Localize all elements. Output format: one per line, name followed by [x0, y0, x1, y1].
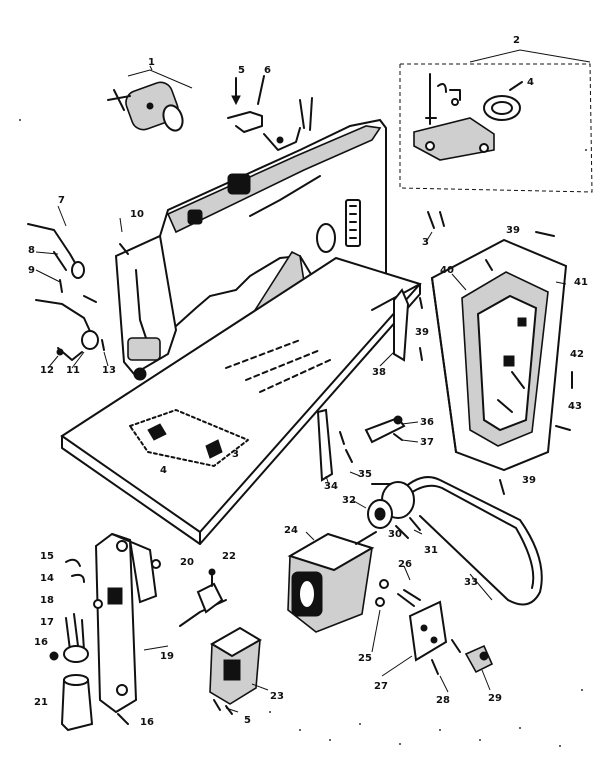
part-38-bracket: [393, 288, 423, 362]
parts-20-22: [151, 559, 227, 627]
callout-34: 34: [324, 481, 338, 492]
callout-25: 25: [358, 653, 372, 664]
callout-5-bottom: 5: [244, 715, 251, 726]
part-39-screw-bottom: [499, 479, 505, 495]
side-cover-plate: [430, 238, 568, 472]
scan-speckle: [19, 119, 587, 747]
callout-15: 15: [40, 551, 54, 562]
callout-41: 41: [574, 277, 588, 288]
callout-16: 16: [34, 637, 48, 648]
callout-11: 11: [66, 365, 80, 376]
callout-26: 26: [398, 559, 412, 570]
callout-43: 43: [568, 401, 582, 412]
callout-31: 31: [424, 545, 438, 556]
part-39-screw-left: [485, 259, 493, 271]
callout-24: 24: [284, 525, 298, 536]
callout-8: 8: [28, 245, 35, 256]
callout-29: 29: [488, 693, 502, 704]
motor-belt: [367, 476, 543, 606]
callout-35: 35: [358, 469, 372, 480]
callout-7: 7: [58, 195, 65, 206]
callout-9: 9: [28, 265, 35, 276]
callout-17: 17: [40, 617, 54, 628]
parts-16-17-18-21: [49, 599, 129, 732]
callout-39-top: 39: [506, 225, 520, 236]
callout-1: 1: [148, 57, 155, 68]
callout-3-bed: 3: [232, 449, 239, 460]
presser-foot-parts: [27, 223, 105, 361]
callout-30: 30: [388, 529, 402, 540]
part-3-screws: [427, 211, 445, 229]
callout-4: 4: [527, 77, 534, 88]
callout-leaders: [35, 65, 567, 713]
callout-32: 32: [342, 495, 356, 506]
callout-22: 22: [222, 551, 236, 562]
part-5-6-clips: [227, 75, 265, 133]
callout-39-bottom: 39: [522, 475, 536, 486]
part-19-bracket: [65, 532, 158, 714]
callout-3: 3: [422, 237, 429, 248]
callout-27: 27: [374, 681, 388, 692]
callout-13: 13: [102, 365, 116, 376]
callout-23: 23: [270, 691, 284, 702]
callout-28: 28: [436, 695, 450, 706]
part-24-motor: [287, 531, 377, 633]
part-39-screw-top: [535, 231, 555, 237]
callout-42: 42: [570, 349, 584, 360]
callout-2: 2: [513, 35, 520, 46]
callout-10: 10: [130, 209, 144, 220]
callout-21: 21: [34, 697, 48, 708]
callout-38: 38: [372, 367, 386, 378]
callout-18: 18: [40, 595, 54, 606]
callout-20: 20: [180, 557, 194, 568]
callout-4-bed: 4: [160, 465, 167, 476]
callout-14: 14: [40, 573, 54, 584]
callout-6: 6: [264, 65, 271, 76]
part-1-assembly: [107, 69, 193, 132]
callout-36: 36: [420, 417, 434, 428]
callout-5: 5: [238, 65, 245, 76]
inset-2-box: [399, 49, 593, 193]
callout-40: 40: [440, 265, 454, 276]
callout-12: 12: [40, 365, 54, 376]
callout-37: 37: [420, 437, 434, 448]
part-23-switch: [209, 626, 262, 715]
machine-bed: [60, 256, 422, 545]
switch-parts-34-37: [316, 408, 406, 482]
part-43-screw: [555, 425, 571, 431]
callout-16-bottom: 16: [140, 717, 154, 728]
callout-39-mid: 39: [415, 327, 429, 338]
control-parts-25-29: [375, 579, 494, 675]
callout-33: 33: [464, 577, 478, 588]
callout-19: 19: [160, 651, 174, 662]
